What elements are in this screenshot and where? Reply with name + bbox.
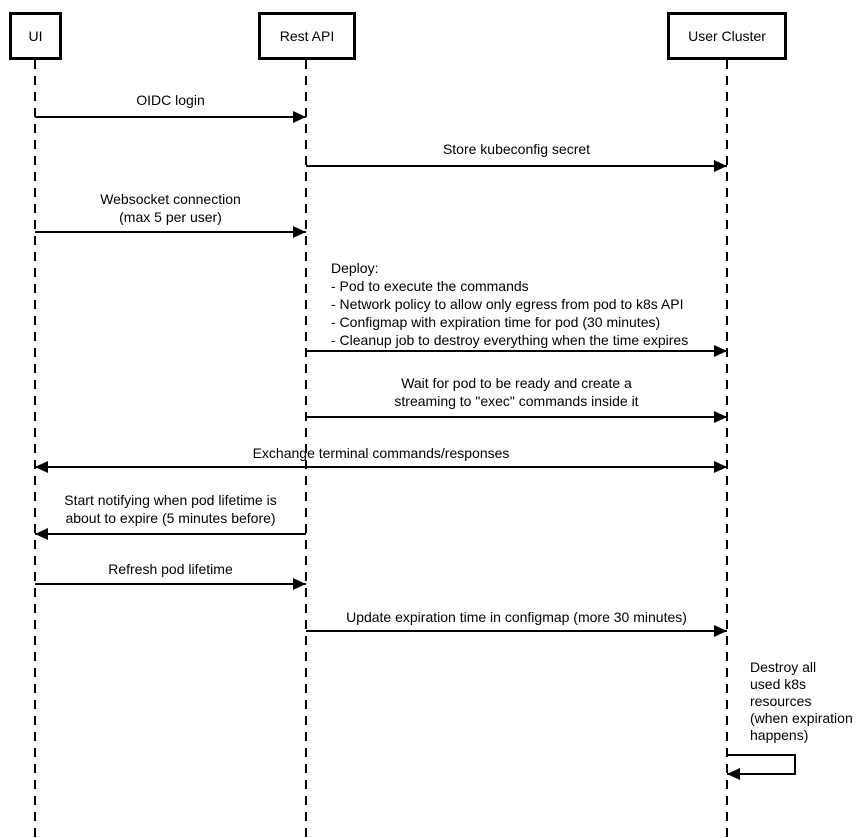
- arrowhead-right-icon: [714, 345, 727, 357]
- message-update-expiration-line: [306, 630, 727, 632]
- message-start-notifying-line: [35, 533, 306, 535]
- message-update-expiration-label: Update expiration time in configmap (mor…: [346, 609, 687, 625]
- participant-ui: UI: [9, 12, 62, 60]
- lifeline-ui: [34, 60, 36, 838]
- arrowhead-right-icon: [714, 461, 727, 473]
- message-refresh-pod-lifetime-line: [35, 583, 306, 585]
- arrowhead-left-icon: [727, 768, 740, 780]
- arrowhead-right-icon: [714, 411, 727, 423]
- message-wait-for-pod-label: Wait for pod to be ready and create a st…: [394, 375, 639, 409]
- message-store-kubeconfig-label: Store kubeconfig secret: [442, 141, 591, 157]
- lifeline-rest-api: [305, 60, 307, 838]
- participant-rest-api: Rest API: [258, 12, 356, 60]
- message-deploy-label: Deploy: - Pod to execute the commands - …: [331, 260, 689, 348]
- message-store-kubeconfig-line: [306, 165, 727, 167]
- message-oidc-login-line: [35, 116, 306, 118]
- participant-rest-api-label: Rest API: [279, 28, 335, 44]
- message-destroy-resources-label: Destroy all used k8s resources (when exp…: [750, 659, 853, 743]
- lifeline-user-cluster: [726, 60, 728, 838]
- message-start-notifying-label: Start notifying when pod lifetime is abo…: [64, 492, 277, 526]
- arrowhead-right-icon: [714, 160, 727, 172]
- message-websocket-connection-line: [35, 231, 306, 233]
- message-wait-for-pod-line: [306, 416, 727, 418]
- arrowhead-right-icon: [293, 578, 306, 590]
- message-websocket-connection-label: Websocket connection (max 5 per user): [100, 191, 241, 225]
- participant-user-cluster: User Cluster: [667, 12, 787, 60]
- participant-user-cluster-label: User Cluster: [688, 28, 766, 44]
- message-oidc-login-label: OIDC login: [136, 92, 205, 108]
- message-destroy-resources-self-loop: [727, 754, 796, 775]
- arrowhead-right-icon: [714, 625, 727, 637]
- message-exchange-terminal-line: [35, 466, 727, 468]
- participant-ui-label: UI: [28, 28, 43, 44]
- arrowhead-left-icon: [35, 461, 48, 473]
- message-deploy-line: [306, 350, 727, 352]
- message-exchange-terminal-label: Exchange terminal commands/responses: [252, 445, 510, 461]
- arrowhead-left-icon: [35, 528, 48, 540]
- message-refresh-pod-lifetime-label: Refresh pod lifetime: [108, 561, 233, 577]
- arrowhead-right-icon: [293, 226, 306, 238]
- arrowhead-right-icon: [293, 111, 306, 123]
